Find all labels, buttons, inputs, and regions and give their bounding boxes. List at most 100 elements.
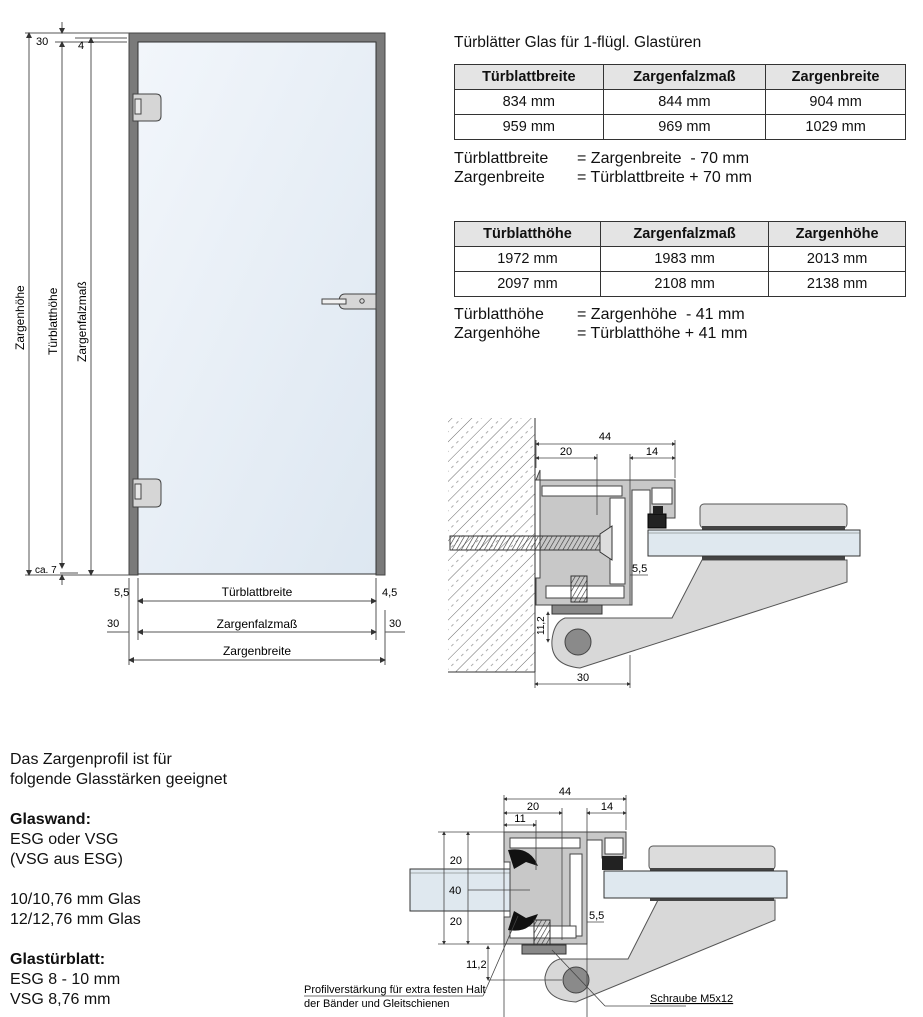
glass-pane xyxy=(647,529,861,557)
formula-rhs: = Türblattbreite + 70 mm xyxy=(577,169,752,186)
table-header: Zargenfalzmaß xyxy=(599,221,770,247)
dim-left-20b: 20 xyxy=(450,916,462,928)
table-header: Zargenbreite xyxy=(765,64,906,90)
wall-screw xyxy=(449,535,603,551)
info-tuerblatt-1: ESG 8 - 10 mm xyxy=(10,971,121,988)
info-glas-1: 10/10,76 mm Glas xyxy=(10,891,141,908)
height-formulas: Türblatthöhe = Zargenhöhe - 41 mm Zargenh… xyxy=(454,305,747,343)
dim-112: 11,2 xyxy=(466,959,487,971)
dim-top-30: 30 xyxy=(36,36,48,48)
table-header-row: Türblatthöhe Zargenfalzmaß Zargenhöhe xyxy=(454,221,906,247)
section-title: Türblätter Glas für 1-flügl. Glastüren xyxy=(454,34,702,51)
formula-line: Türblattbreite = Zargenbreite - 70 mm xyxy=(454,149,752,168)
width-formulas: Türblattbreite = Zargenbreite - 70 mm Zar… xyxy=(454,149,752,187)
seal-left-bottom xyxy=(508,911,538,931)
formula-lhs: Zargenhöhe xyxy=(454,325,541,342)
dim-20: 20 xyxy=(527,801,539,813)
info-glaswand-2: (VSG aus ESG) xyxy=(10,851,123,868)
label-zargenfalzmass: Zargenfalzmaß xyxy=(75,281,89,362)
formula-line: Türblatthöhe = Zargenhöhe - 41 mm xyxy=(454,305,747,324)
formula-lhs: Türblatthöhe xyxy=(454,306,544,323)
dim-112: 11,2 xyxy=(536,616,547,635)
dim-14: 14 xyxy=(646,446,658,458)
profile-section-wall: 44 20 14 5,5 11,2 30 xyxy=(448,418,861,688)
hinge-arm xyxy=(551,559,848,669)
dim-11: 11 xyxy=(514,813,525,825)
hinge-top xyxy=(132,93,162,122)
glass-clamp xyxy=(648,845,776,871)
hinge-pin xyxy=(562,966,590,994)
table-cell: 844 mm xyxy=(602,89,767,115)
profile-section-glass: 44 20 14 11 20 40 20 5,5 11,2 Profilvers… xyxy=(304,786,788,1017)
note-profilverstaerkung-1: Profilverstärkung für extra festen Halt xyxy=(304,984,486,996)
dim-44: 44 xyxy=(599,431,611,443)
dim-left-30: 30 xyxy=(107,618,119,630)
info-intro-2: folgende Glasstärken geeignet xyxy=(10,771,228,788)
info-tuerblatt-2: VSG 8,76 mm xyxy=(10,991,111,1008)
screw-label: Schraube M5x12 xyxy=(650,993,733,1005)
dim-20: 20 xyxy=(560,446,572,458)
dim-55: 5,5 xyxy=(589,910,604,922)
label-tuerblatthoehe: Türblatthöhe xyxy=(46,287,60,355)
table-cell: 2097 mm xyxy=(454,271,601,297)
dim-left-20a: 20 xyxy=(450,855,462,867)
seal xyxy=(647,513,667,529)
table-row: 959 mm 969 mm 1029 mm xyxy=(454,114,906,140)
info-glaswand-heading: Glaswand: xyxy=(10,811,91,828)
info-intro-1: Das Zargenprofil ist für xyxy=(10,751,172,768)
table-header-row: Türblattbreite Zargenfalzmaß Zargenbreit… xyxy=(454,64,906,90)
table-cell: 904 mm xyxy=(765,89,906,115)
dim-bottom-ca7: ca. 7 xyxy=(35,565,57,576)
hinge-pin xyxy=(564,628,592,656)
label-zargenfalzmass-h: Zargenfalzmaß xyxy=(217,617,298,631)
label-zargenbreite: Zargenbreite xyxy=(223,644,291,658)
width-table: Türblattbreite Zargenfalzmaß Zargenbreit… xyxy=(454,64,906,140)
table-cell: 2108 mm xyxy=(599,271,770,297)
formula-rhs: = Türblatthöhe + 41 mm xyxy=(577,325,748,342)
seal xyxy=(602,856,623,870)
glass-door-leaf xyxy=(137,41,377,575)
table-cell: 2013 mm xyxy=(768,246,906,272)
table-row: 834 mm 844 mm 904 mm xyxy=(454,89,906,115)
table-row: 2097 mm 2108 mm 2138 mm xyxy=(454,271,906,297)
table-header: Zargenhöhe xyxy=(768,221,906,247)
dim-left-40: 40 xyxy=(449,885,461,897)
seal-left-top xyxy=(508,849,538,869)
note-profilverstaerkung-2: der Bänder und Gleitschienen xyxy=(304,998,450,1010)
table-header: Türblattbreite xyxy=(454,64,604,90)
door-glass-pane xyxy=(603,870,788,899)
info-tuerblatt-heading: Glastürblatt: xyxy=(10,951,106,968)
dim-44: 44 xyxy=(559,786,571,798)
dim-right-30: 30 xyxy=(389,618,401,630)
table-cell: 2138 mm xyxy=(768,271,906,297)
dim-55: 5,5 xyxy=(632,563,647,575)
dim-30: 30 xyxy=(577,672,589,684)
glass-info: Das Zargenprofil ist für folgende Glasst… xyxy=(10,750,227,1010)
formula-line: Zargenhöhe = Türblatthöhe + 41 mm xyxy=(454,324,747,343)
hinge-arm xyxy=(544,899,776,1003)
dim-right-45: 4,5 xyxy=(382,587,397,599)
table-cell: 959 mm xyxy=(454,114,604,140)
table-cell: 1972 mm xyxy=(454,246,601,272)
dim-left-55: 5,5 xyxy=(114,587,129,599)
door-elevation-drawing: 30 4 ca. 7 Zargenhöhe Türblatthöhe Zarge… xyxy=(13,22,405,665)
label-tuerblattbreite: Türblattbreite xyxy=(222,585,293,599)
table-row: 1972 mm 1983 mm 2013 mm xyxy=(454,246,906,272)
hinge-bottom xyxy=(132,478,162,508)
dim-14: 14 xyxy=(601,801,613,813)
height-table: Türblatthöhe Zargenfalzmaß Zargenhöhe 19… xyxy=(454,221,906,297)
table-cell: 834 mm xyxy=(454,89,604,115)
formula-lhs: Zargenbreite xyxy=(454,169,545,186)
label-zargenhoehe: Zargenhöhe xyxy=(13,285,27,350)
table-header: Zargenfalzmaß xyxy=(602,64,767,90)
table-header: Türblatthöhe xyxy=(454,221,601,247)
formula-lhs: Türblattbreite xyxy=(454,150,549,167)
table-cell: 1029 mm xyxy=(765,114,906,140)
table-cell: 969 mm xyxy=(602,114,767,140)
formula-rhs: = Zargenbreite - 70 mm xyxy=(577,150,750,167)
table-cell: 1983 mm xyxy=(599,246,770,272)
info-glaswand-1: ESG oder VSG xyxy=(10,831,119,848)
formula-line: Zargenbreite = Türblattbreite + 70 mm xyxy=(454,168,752,187)
formula-rhs: = Zargenhöhe - 41 mm xyxy=(577,306,745,323)
info-glas-2: 12/12,76 mm Glas xyxy=(10,911,141,928)
